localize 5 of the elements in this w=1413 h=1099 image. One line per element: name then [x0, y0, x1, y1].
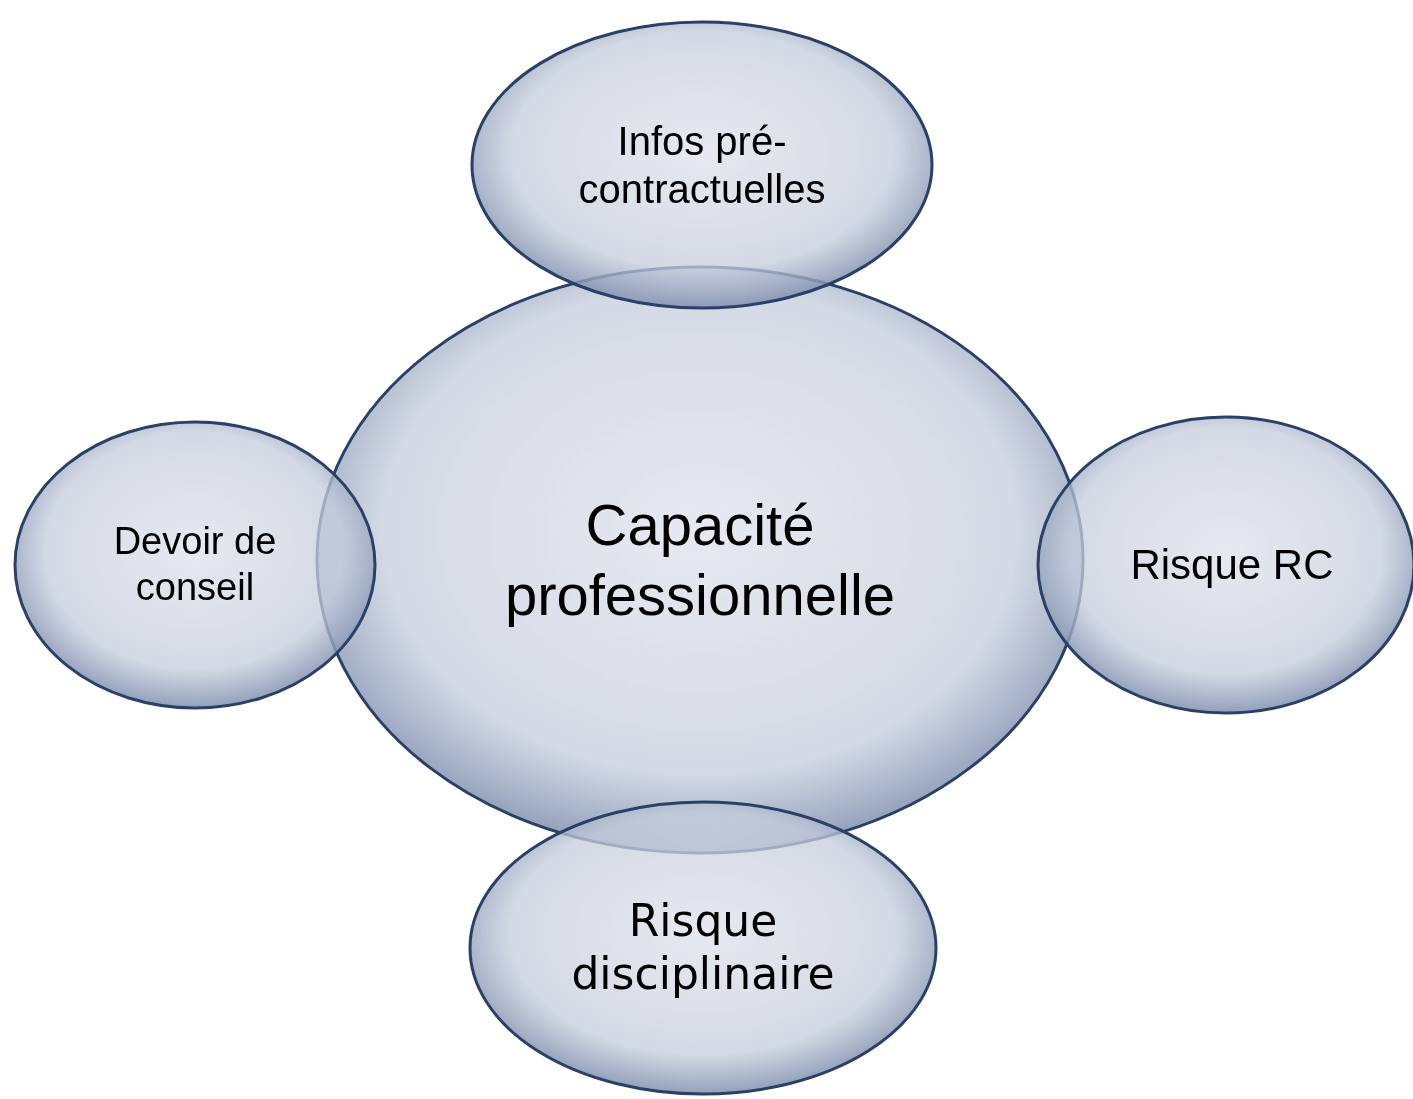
bubble-label: Risque disciplinaire	[570, 895, 836, 1001]
bubble-label: Capacité professionnelle	[503, 491, 897, 629]
bubble-label: Infos pré-contractuelles	[577, 118, 827, 213]
bubble-label: Risque RC	[1129, 539, 1335, 590]
bubble-label: Devoir de conseil	[112, 519, 278, 610]
